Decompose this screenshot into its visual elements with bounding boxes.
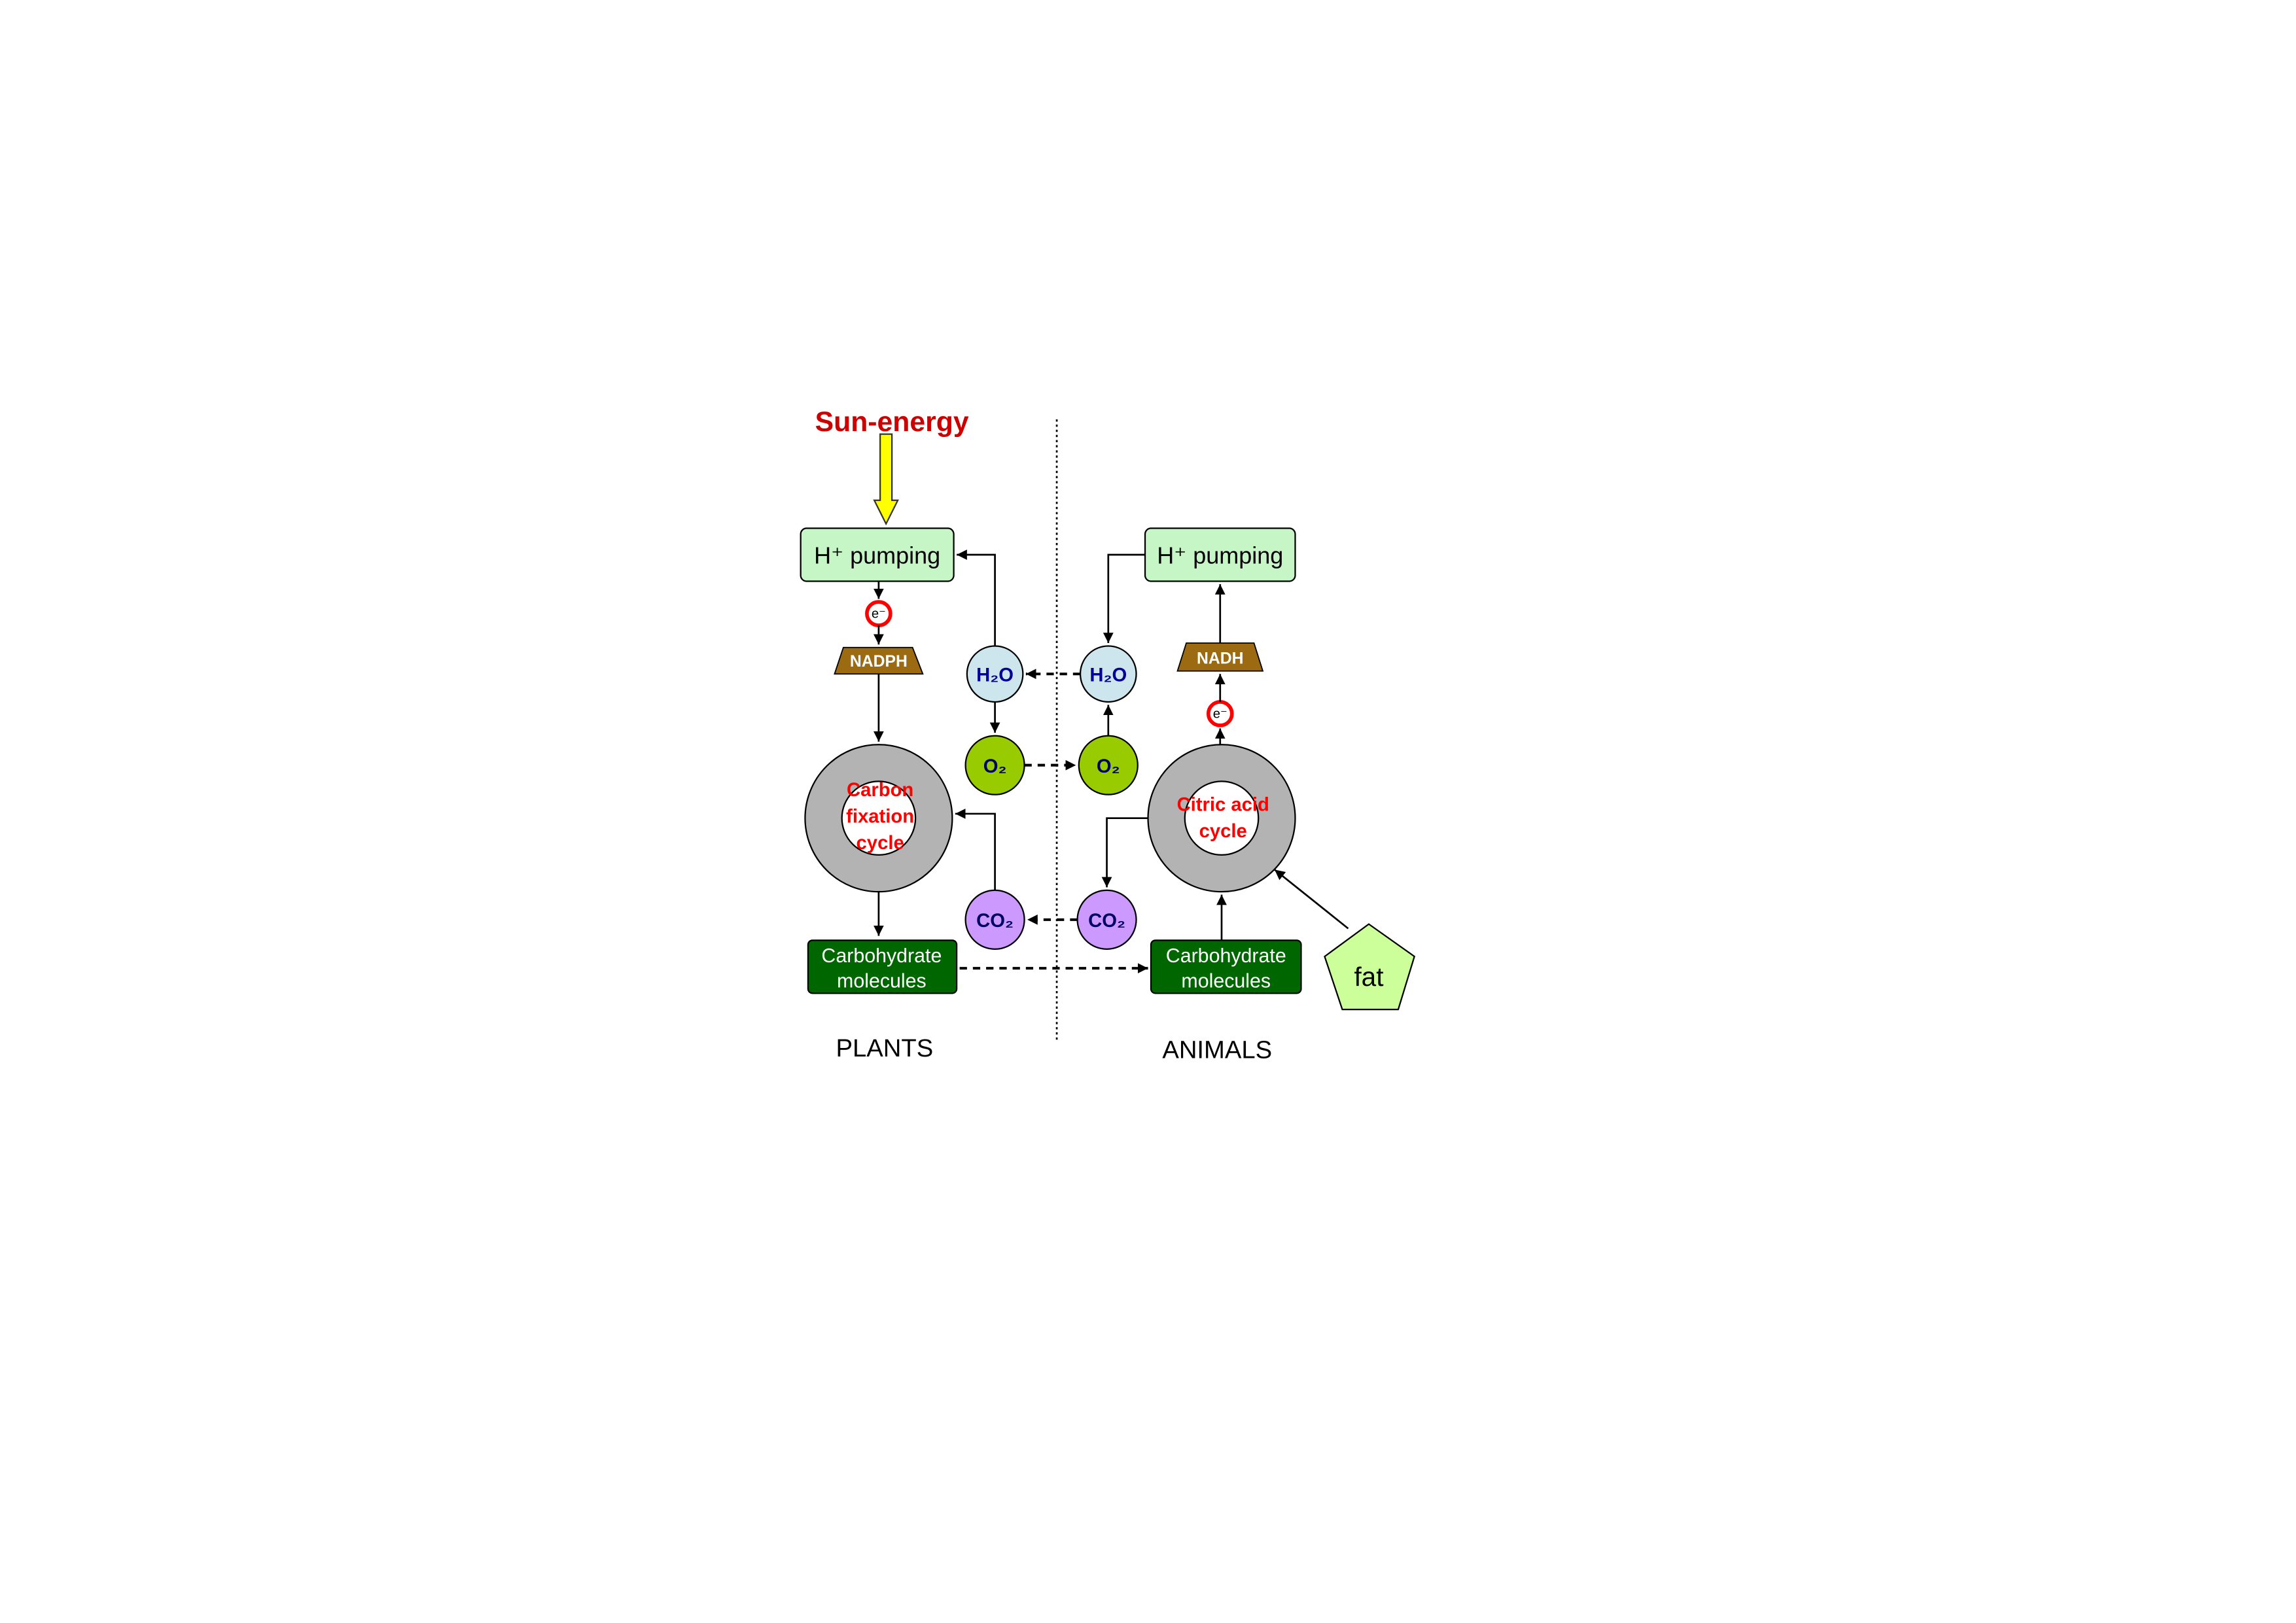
animals-nadh-trapezoid — [1176, 642, 1264, 672]
plants-nadph-label: NADPH — [850, 653, 908, 671]
plants-nadph: NADPH — [834, 646, 924, 675]
animals-oxygen: O₂ — [1078, 735, 1139, 795]
plants-section-label: PLANTS — [836, 1034, 934, 1062]
plants-h-pumping-rect — [800, 527, 955, 582]
sun-energy-arrow — [873, 433, 899, 526]
plants-carbohydrate-line-2: molecules — [837, 970, 927, 992]
animals-cycle-label-line-2: cycle — [1199, 821, 1247, 842]
plants-cycle-label-line-1: Carbon — [847, 780, 913, 801]
plants-carbon-fixation-cycle: Carbon fixation cycle — [804, 744, 953, 893]
plants-oxygen-label: O₂ — [983, 756, 1007, 777]
animals-water-circle — [1079, 645, 1137, 703]
plants-co2: CO₂ — [964, 889, 1025, 950]
animals-section-label: ANIMALS — [1162, 1036, 1272, 1064]
arrow-animals-pumping-to-water — [1103, 553, 1146, 643]
fat-pentagon — [1324, 923, 1415, 1011]
plants-side: H⁺ pumping e⁻ NADPH Carbon fixation cycl… — [800, 527, 1025, 1062]
plants-h-pumping-label: H⁺ pumping — [814, 542, 940, 569]
animals-h-pumping-box: H⁺ pumping — [1144, 527, 1296, 582]
plants-nadph-trapezoid — [834, 646, 924, 675]
animals-co2-circle — [1076, 889, 1137, 950]
animals-cycle-hole — [1184, 780, 1260, 856]
fat-label: fat — [1354, 962, 1383, 992]
animals-cycle-label-line-1: Citric acid — [1177, 794, 1269, 815]
animals-citric-acid-cycle: Citric acid cycle — [1147, 744, 1296, 893]
animals-co2: CO₂ — [1076, 889, 1137, 950]
sun-energy-label: Sun-energy — [815, 406, 969, 438]
animals-side: H⁺ pumping NADH e⁻ Citric acid cycle — [1076, 527, 1415, 1064]
arrow-fat-to-cycle — [1274, 869, 1349, 930]
arrow-animals-cycle-to-co2 — [1101, 817, 1148, 888]
plants-carbohydrate-box: Carbohydrate molecules — [807, 939, 958, 994]
animals-carbohydrate-box: Carbohydrate molecules — [1150, 939, 1302, 994]
animals-electron-label: e⁻ — [1213, 707, 1227, 722]
animals-co2-label: CO₂ — [1088, 911, 1125, 932]
plants-co2-label: CO₂ — [976, 911, 1014, 932]
plants-carbohydrate-rect — [807, 939, 958, 994]
plants-oxygen: O₂ — [964, 735, 1025, 795]
plants-carbohydrate-line-1: Carbohydrate — [821, 945, 942, 967]
plants-water-label: H₂O — [976, 665, 1014, 686]
animals-carbohydrate-line-2: molecules — [1181, 970, 1271, 992]
animals-nadh-label: NADH — [1197, 650, 1243, 667]
animals-h-pumping-label: H⁺ pumping — [1157, 542, 1283, 569]
animals-water: H₂O — [1079, 645, 1137, 703]
plants-cycle-label-line-3: cycle — [857, 833, 904, 854]
plants-electron: e⁻ — [865, 600, 892, 627]
arrow-plants-water-to-pumping — [957, 550, 996, 646]
animals-water-label: H₂O — [1089, 665, 1127, 686]
plants-electron-label: e⁻ — [872, 607, 886, 621]
plants-water: H₂O — [966, 645, 1024, 703]
plants-h-pumping-box: H⁺ pumping — [800, 527, 955, 582]
arrow-plants-co2-to-cycle — [955, 809, 996, 890]
animals-fat: fat — [1324, 923, 1415, 1011]
animals-oxygen-label: O₂ — [1097, 756, 1120, 777]
animals-nadh: NADH — [1176, 642, 1264, 672]
animals-carbohydrate-rect — [1150, 939, 1302, 994]
animals-carbohydrate-line-1: Carbohydrate — [1166, 945, 1286, 967]
animals-electron: e⁻ — [1206, 700, 1234, 727]
plants-cycle-hole — [841, 780, 917, 856]
plants-cycle-label-line-2: fixation — [846, 806, 914, 827]
